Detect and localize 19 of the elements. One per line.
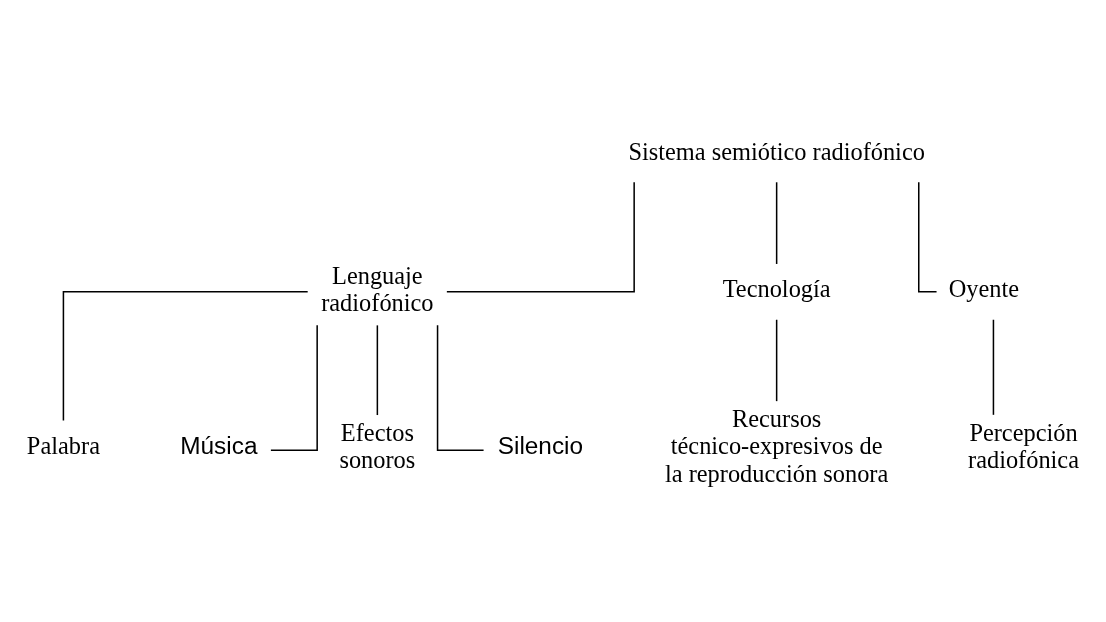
node-text: Silencio	[497, 431, 584, 459]
connector	[775, 318, 778, 402]
connector	[992, 318, 995, 416]
node-text: Música	[180, 431, 258, 459]
node-text: Tecnología	[722, 274, 831, 302]
connector	[436, 324, 485, 451]
connector	[62, 290, 309, 421]
connector	[918, 181, 938, 292]
connector	[270, 324, 318, 451]
node-text: Efectos sonoros	[339, 418, 416, 473]
node-text: Palabra	[26, 431, 100, 459]
connector	[376, 324, 379, 416]
connector	[446, 181, 635, 292]
node-text: Recursos técnico-expresivos de la reproducción sonora	[664, 404, 889, 487]
connector	[775, 181, 778, 265]
node-text: Percepción radiofónica	[968, 418, 1080, 473]
node-text: Oyente	[948, 274, 1020, 302]
node-text: Lenguaje radiofónico	[321, 261, 434, 316]
node-text: Sistema semiótico radiofónico	[628, 137, 925, 165]
